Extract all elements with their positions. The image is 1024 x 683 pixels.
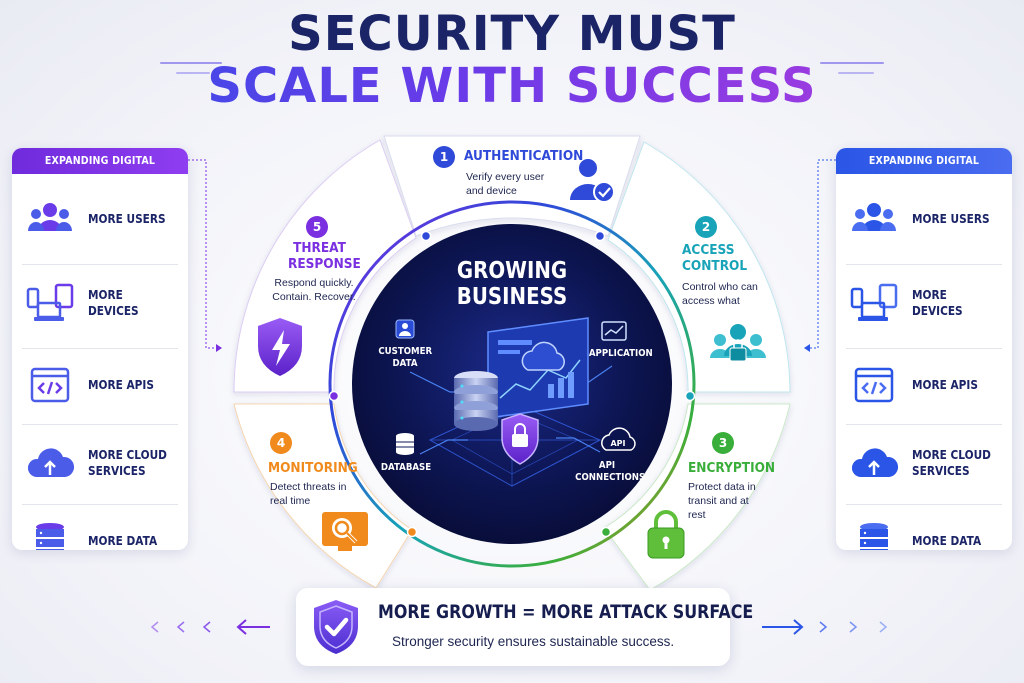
customer-data-icon — [395, 319, 415, 339]
right-item-more-apis: MORE APIS — [836, 354, 1012, 416]
ring-dot — [406, 526, 418, 538]
database-small-icon — [396, 433, 414, 455]
ring-dot — [684, 390, 696, 402]
segment-desc-encryption: Protect data in transit and at rest — [688, 481, 756, 521]
right-item-more-cloud-services: MORE CLOUD SERVICES — [836, 432, 1012, 494]
left-item-label: MORE DEVICES — [88, 288, 139, 318]
label-application: APPLICATION — [588, 348, 653, 359]
divider — [846, 348, 1002, 349]
center-shield-lock-icon — [501, 413, 539, 465]
right-expanding-environment-panel: EXPANDING DIGITAL ENVIRONMENT MORE USERS… — [836, 148, 1012, 550]
api-cloud-icon: API — [601, 427, 636, 451]
divider — [22, 504, 178, 505]
right-item-label: MORE USERS — [912, 212, 990, 226]
left-item-label: MORE DATA — [88, 534, 158, 548]
left-item-label: MORE USERS — [88, 212, 166, 226]
left-expanding-environment-panel: EXPANDING DIGITAL ENVIRONMENT MORE USERS… — [12, 148, 188, 550]
right-item-label: MORE DEVICES — [912, 288, 963, 318]
devices-icon — [26, 283, 74, 321]
segment-title-authentication: AUTHENTICATION — [464, 148, 584, 164]
left-item-more-devices: MORE DEVICES — [12, 272, 188, 334]
segment-number-3: 3 — [712, 432, 734, 454]
decor-line — [160, 62, 222, 64]
page-title-line-2: SCALE WITH SUCCESS — [0, 58, 1024, 114]
right-connector — [804, 159, 836, 352]
left-connector — [188, 159, 222, 352]
api-badge-text: API — [610, 439, 625, 448]
segment-desc-monitoring: Detect threats in real time — [270, 481, 347, 507]
inner-ring — [328, 200, 696, 568]
right-panel-header: EXPANDING DIGITAL ENVIRONMENT — [836, 148, 1012, 193]
center-title: GROWING BUSINESS — [456, 258, 568, 310]
banner-title: MORE GROWTH = MORE ATTACK SURFACE — [378, 602, 754, 623]
segment-title-encryption: ENCRYPTION — [688, 460, 776, 476]
page-title-line-1: SECURITY MUST — [288, 6, 736, 62]
divider — [846, 504, 1002, 505]
cloud-upload-icon — [28, 448, 74, 477]
users-icon — [852, 203, 896, 231]
right-item-label: MORE CLOUD SERVICES — [912, 448, 991, 478]
segment-number-1: 1 — [433, 146, 455, 168]
divider — [22, 348, 178, 349]
right-item-more-users: MORE USERS — [836, 188, 1012, 250]
decor-line — [838, 72, 874, 74]
decor-line — [820, 62, 884, 64]
attack-surface-banner: MORE GROWTH = MORE ATTACK SURFACE Strong… — [296, 588, 753, 666]
divider — [846, 264, 1002, 265]
left-arrows-decor — [150, 619, 270, 635]
decor-line — [176, 72, 210, 74]
label-api-connections: API CONNECTIONS — [575, 460, 646, 483]
devices-icon — [850, 283, 898, 321]
shield-check-icon — [314, 600, 358, 654]
segment-title-access-control: ACCESS CONTROL — [682, 242, 748, 274]
banner-subtitle: Stronger security ensures sustainable su… — [392, 634, 675, 649]
api-code-icon — [30, 367, 70, 403]
right-item-label: MORE DATA — [912, 534, 982, 548]
left-item-more-data: MORE DATA — [12, 510, 188, 550]
user-check-icon — [570, 159, 615, 203]
divider — [22, 424, 178, 425]
ring-dot — [600, 526, 612, 538]
right-item-more-devices: MORE DEVICES — [836, 272, 1012, 334]
ring-dot — [420, 230, 432, 242]
cloud-icon — [521, 341, 565, 371]
ring-dot — [328, 390, 340, 402]
divider — [22, 264, 178, 265]
group-lock-icon — [710, 324, 766, 362]
shield-bolt-icon — [258, 318, 302, 376]
database-icon — [36, 523, 64, 550]
api-code-icon — [854, 367, 894, 403]
right-arrows-decor — [762, 619, 888, 635]
database-icon — [860, 523, 888, 550]
segment-number-4: 4 — [270, 432, 292, 454]
label-database: DATABASE — [380, 462, 432, 473]
right-item-label: MORE APIS — [912, 378, 978, 392]
padlock-icon — [647, 510, 685, 559]
left-item-more-users: MORE USERS — [12, 188, 188, 250]
segment-desc-threat-response: Respond quickly. Contain. Recover. — [272, 277, 356, 303]
label-customer-data: CUSTOMER DATA — [378, 346, 433, 369]
center-database-stack — [454, 371, 498, 431]
segment-number-5: 5 — [306, 216, 328, 238]
users-icon — [28, 203, 72, 231]
ring-dot — [594, 230, 606, 242]
segment-number-2: 2 — [695, 216, 717, 238]
left-item-more-apis: MORE APIS — [12, 354, 188, 416]
left-item-label: MORE CLOUD SERVICES — [88, 448, 167, 478]
left-panel-header: EXPANDING DIGITAL ENVIRONMENT — [12, 148, 188, 193]
segment-desc-authentication: Verify every user and device — [466, 171, 545, 197]
cloud-upload-icon — [852, 448, 898, 477]
application-icon — [601, 321, 627, 341]
left-item-more-cloud-services: MORE CLOUD SERVICES — [12, 432, 188, 494]
left-item-label: MORE APIS — [88, 378, 154, 392]
monitor-magnifier-icon — [322, 512, 368, 551]
right-item-more-data: MORE DATA — [836, 510, 1012, 550]
segment-title-threat-response: THREAT RESPONSE — [288, 240, 361, 272]
segment-title-monitoring: MONITORING — [268, 460, 358, 476]
divider — [846, 424, 1002, 425]
segment-desc-access-control: Control who can access what — [682, 281, 758, 307]
